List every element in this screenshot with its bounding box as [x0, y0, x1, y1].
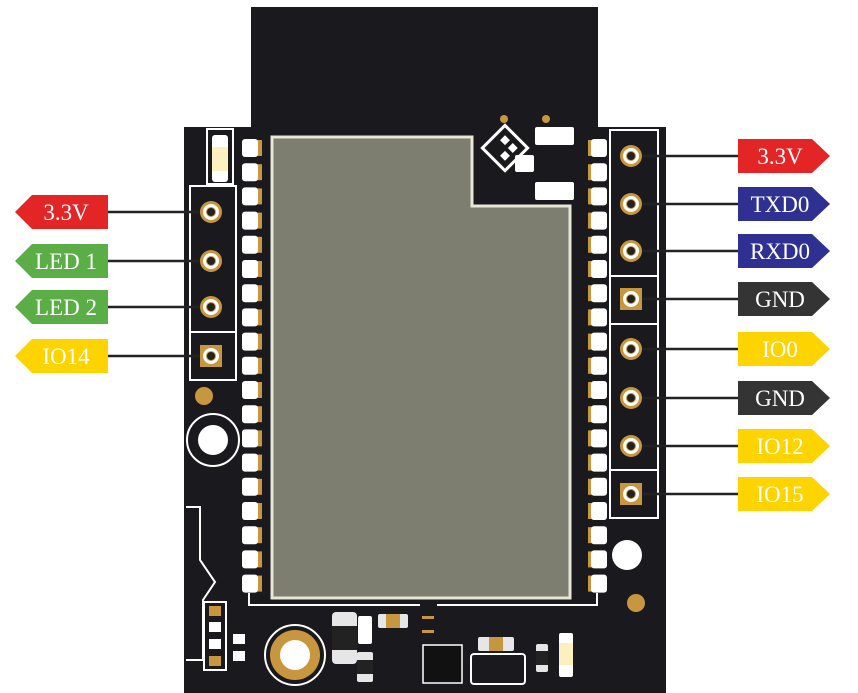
pin-label: IO0 [762, 337, 798, 362]
module-pad [591, 453, 607, 472]
module-pad [591, 260, 607, 278]
pin-label-tag [738, 429, 830, 463]
module-pad [242, 163, 258, 182]
module-pad [242, 235, 258, 254]
pin-label: IO15 [756, 482, 803, 507]
module-pad [242, 356, 258, 375]
mounting-hole [186, 413, 240, 467]
module-pad [591, 356, 607, 375]
module-pad [591, 308, 607, 327]
module-pad [591, 429, 607, 448]
button-pad [264, 624, 326, 686]
pin-label-tag [738, 332, 830, 366]
pcb-board [184, 7, 666, 693]
pin-label-tag [15, 244, 108, 278]
antenna-area [251, 7, 598, 132]
module-pad [591, 550, 607, 569]
pin-label-tag [738, 477, 830, 511]
pin-label: 3.3V [43, 200, 89, 225]
module-pad [591, 381, 607, 399]
module-outline [248, 593, 598, 606]
module-pad [242, 453, 258, 472]
module-pad [591, 187, 607, 206]
module-pad [242, 211, 258, 230]
module-pad [591, 405, 607, 424]
module-pad [591, 502, 607, 520]
module-pad [242, 550, 258, 569]
module-shield [270, 135, 572, 600]
module-pad [242, 308, 258, 327]
module-pad [591, 139, 607, 157]
pin-label: TXD0 [751, 192, 810, 217]
module-pad [242, 332, 258, 351]
module-pad [242, 187, 258, 206]
pin-label-tag [738, 282, 830, 316]
module-pad [591, 477, 607, 496]
left-header-outline [189, 185, 237, 381]
module-pad [242, 477, 258, 496]
pin-label: IO12 [756, 434, 803, 459]
module-pad [591, 526, 607, 545]
pin-label: LED 2 [35, 295, 97, 320]
module-pad [591, 163, 607, 182]
module-pad [242, 405, 258, 424]
module-pad [242, 139, 258, 157]
mounting-hole [612, 540, 642, 570]
pin-label: GND [755, 287, 805, 312]
pin-label: RXD0 [750, 239, 810, 264]
pin-label-tag [738, 234, 830, 268]
pin-label: 3.3V [757, 144, 803, 169]
pin-label-tag [738, 381, 830, 415]
castellated-pads [242, 139, 607, 593]
module-pad [591, 332, 607, 351]
pin-label-tag [15, 195, 108, 229]
pin-label-tag [15, 290, 108, 324]
module-pad [591, 235, 607, 254]
pin-label: GND [755, 386, 805, 411]
module-pad [242, 381, 258, 399]
module-pad [242, 574, 258, 593]
pin-label-tag [738, 187, 830, 221]
module-pad [242, 429, 258, 448]
pin-label-tag [738, 139, 830, 173]
pin-label-tag [15, 339, 108, 373]
pin-label: IO14 [42, 344, 90, 369]
module-pad [242, 260, 258, 278]
module-pad [242, 284, 258, 303]
module-pad [591, 211, 607, 230]
module-pad [242, 526, 258, 545]
module-pad [591, 574, 607, 593]
module-pad [242, 502, 258, 520]
module-pad [591, 284, 607, 303]
pin-label: LED 1 [35, 249, 97, 274]
